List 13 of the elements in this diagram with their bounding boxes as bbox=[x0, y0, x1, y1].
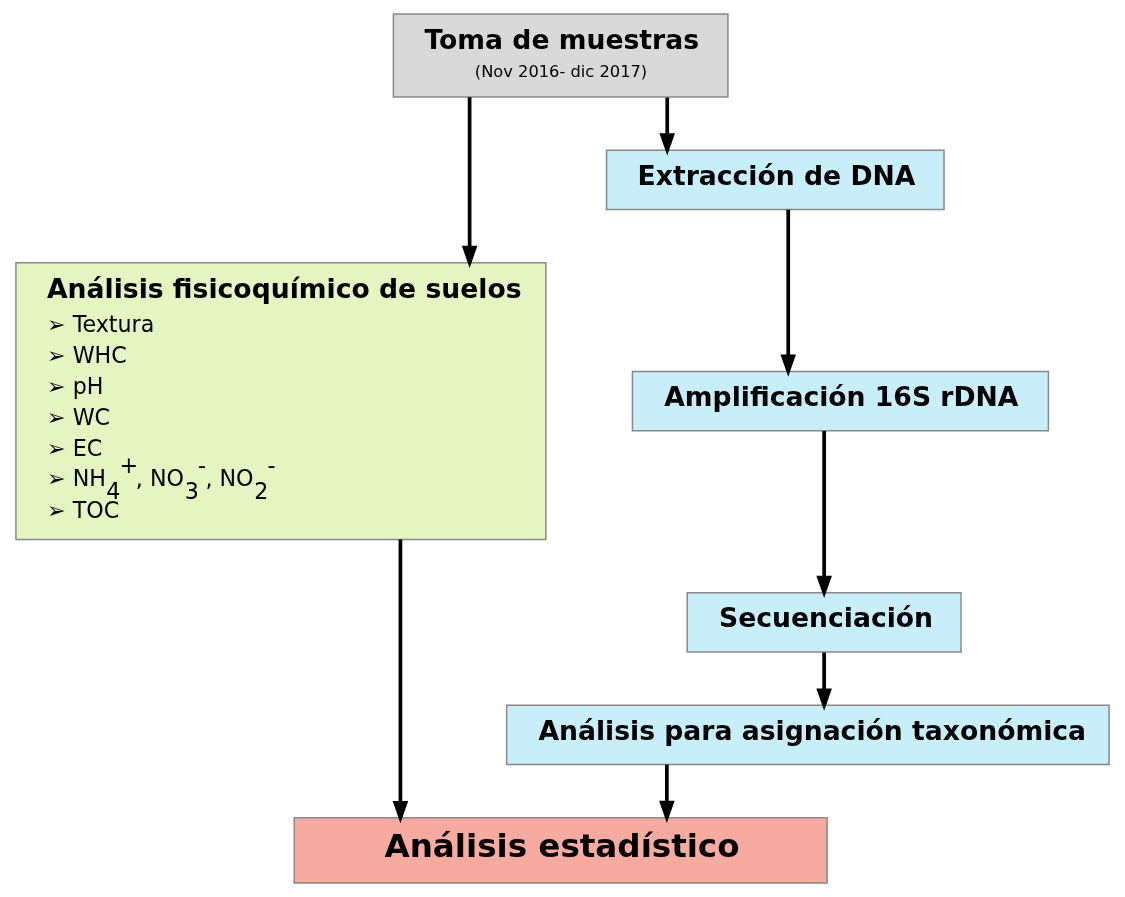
arrow bbox=[816, 430, 832, 598]
node-box: Secuenciación bbox=[686, 592, 962, 653]
node-box: Análisis para asignación taxonómica bbox=[505, 704, 1110, 766]
node-box: Toma de muestras (Nov 2016- dic 2017) bbox=[392, 13, 729, 98]
arrow bbox=[659, 764, 675, 824]
node-box: Amplificación 16S rDNA bbox=[631, 370, 1050, 432]
arrow bbox=[816, 652, 832, 711]
node-box: Análisis estadístico bbox=[293, 817, 828, 884]
arrow bbox=[659, 97, 675, 156]
arrow bbox=[392, 539, 409, 824]
arrow bbox=[780, 209, 797, 377]
node-box: Extracción de DNA bbox=[605, 149, 945, 211]
arrow bbox=[461, 97, 478, 269]
